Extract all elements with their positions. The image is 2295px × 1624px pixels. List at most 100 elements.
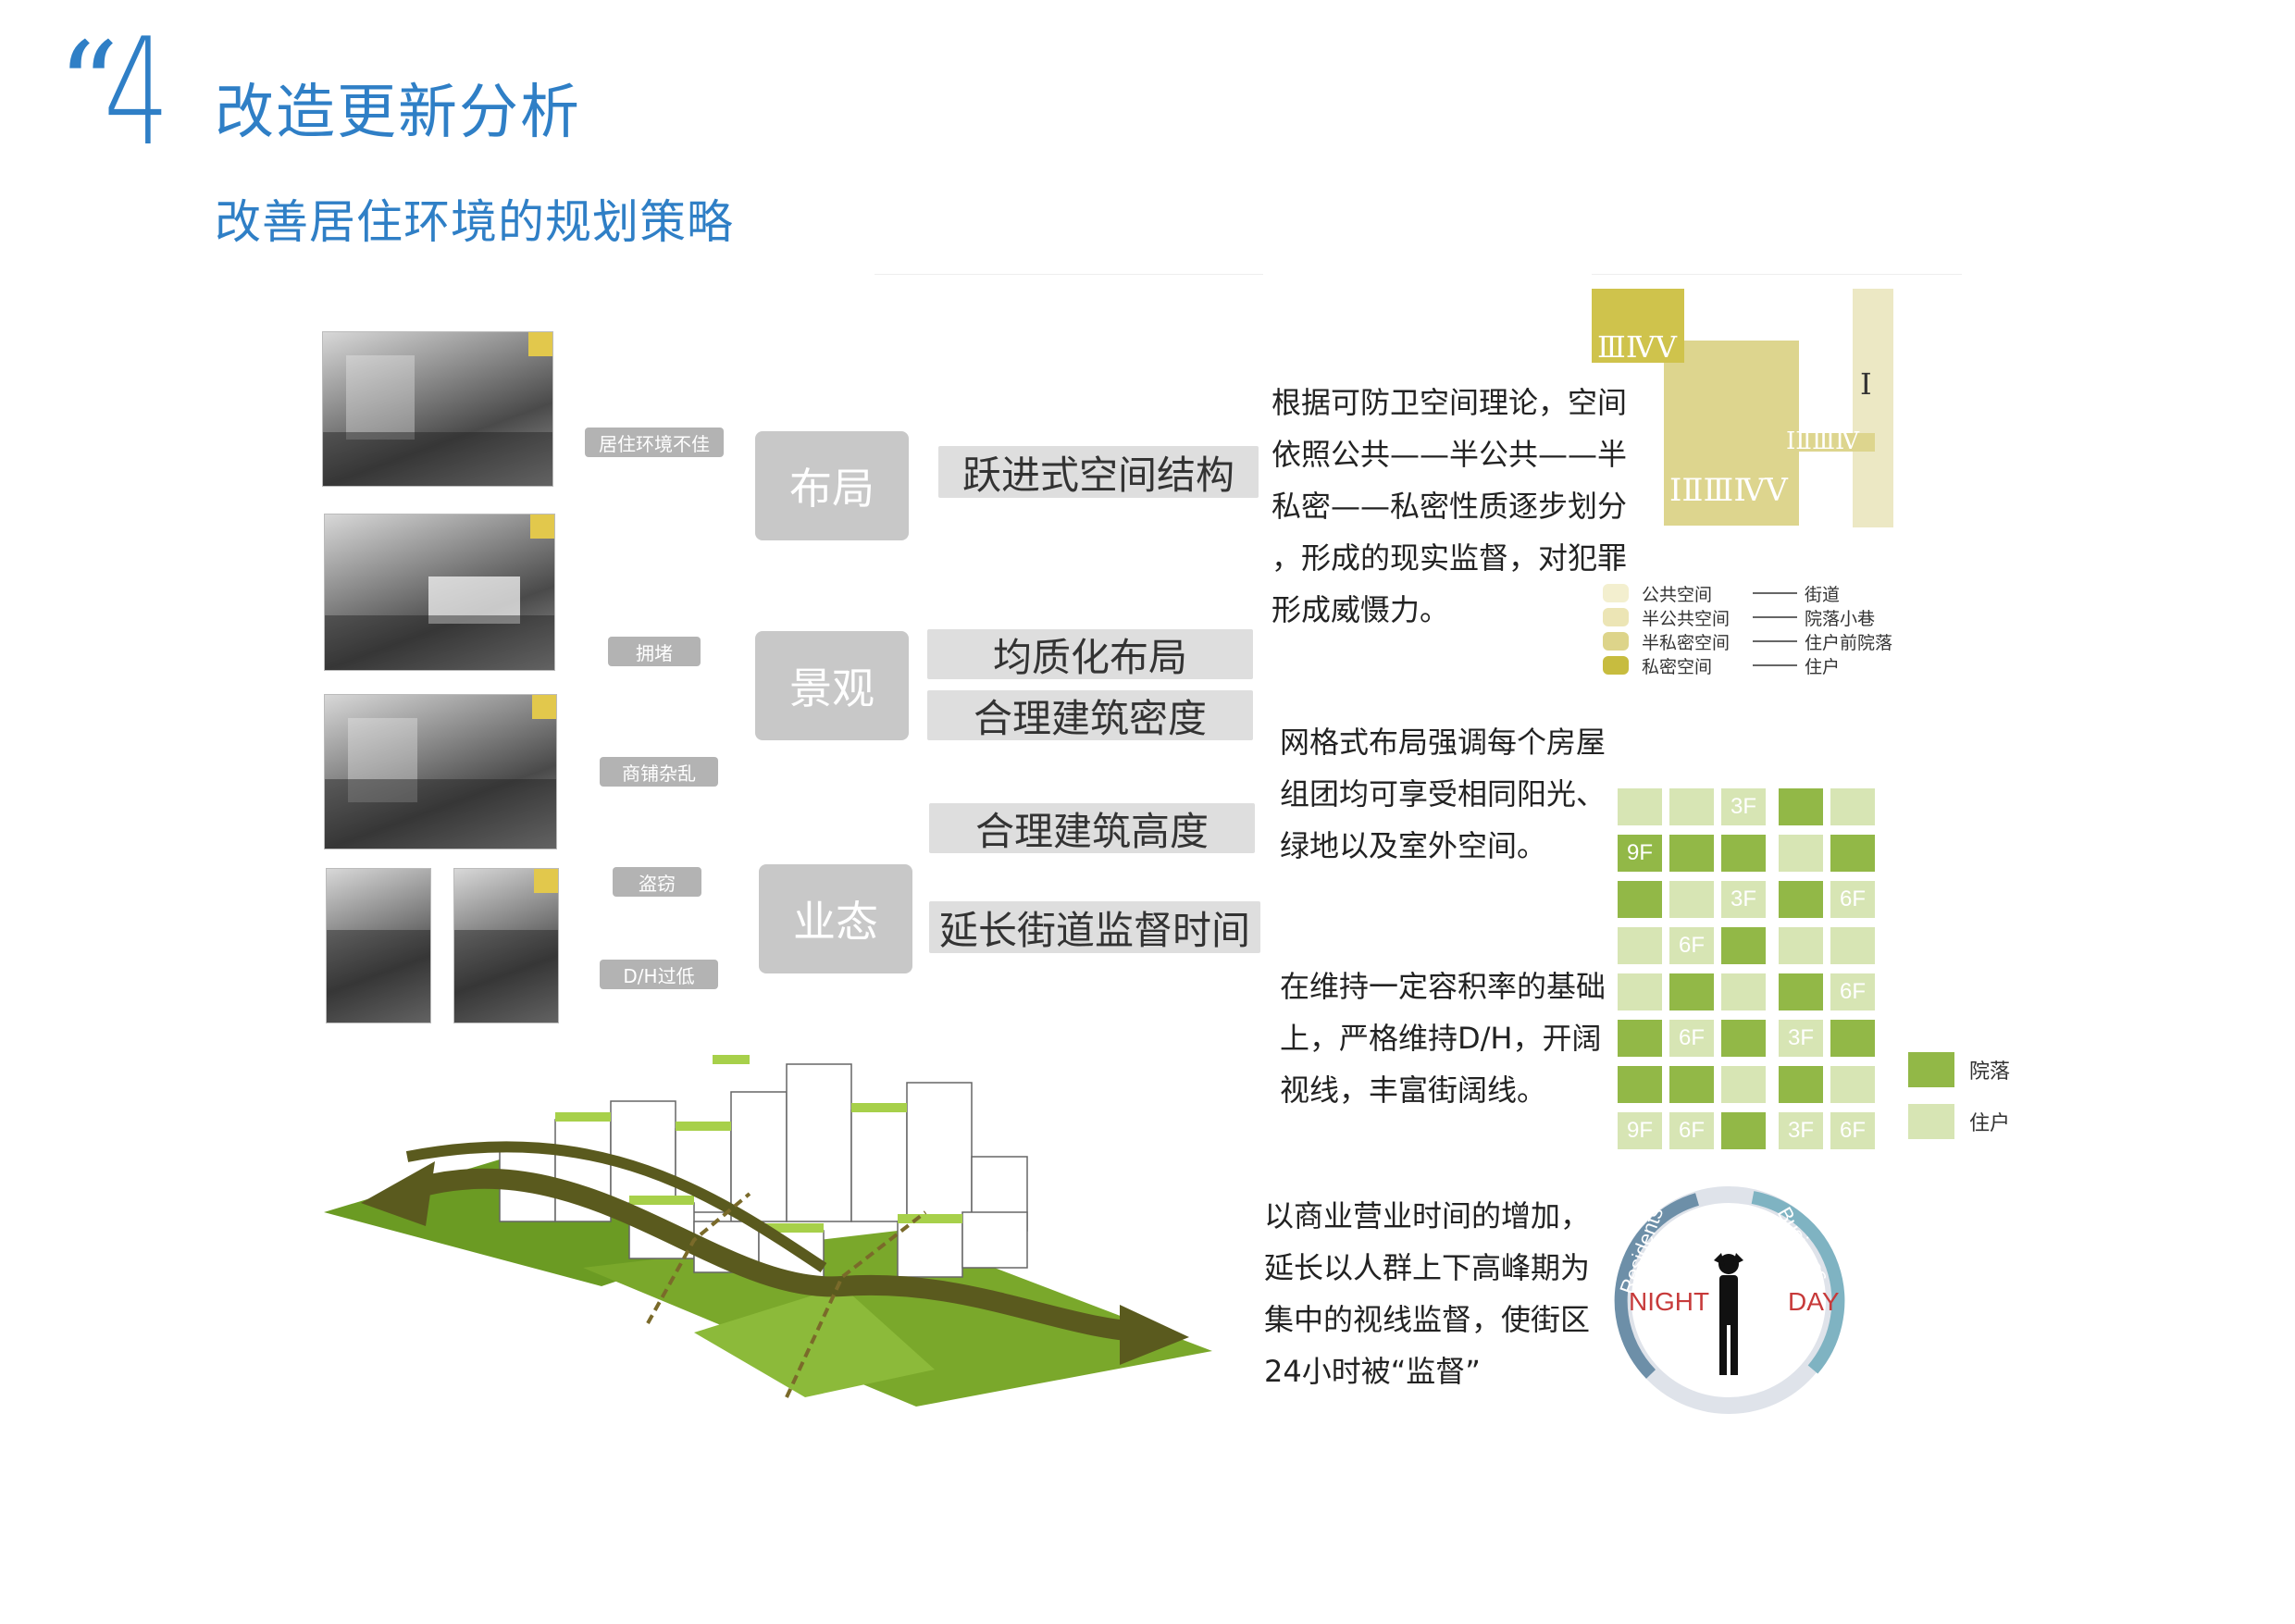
legend-name: 半公共空间 — [1642, 608, 1731, 629]
business-arc — [1751, 1191, 1845, 1374]
residence-cell: 6F — [1669, 1020, 1714, 1057]
residence-cell — [1830, 927, 1875, 964]
paragraph-dh-ratio: 在维持一定容积率的基础 上，严格维持D/H，开阔 视线，丰富街阔线。 — [1280, 961, 1606, 1116]
photo-tag — [528, 332, 552, 356]
courtyard-cell — [1721, 1020, 1766, 1057]
paragraph-business-hours: 以商业营业时间的增加， 延长以人群上下高峰期为 集中的视线监督，使街区 24小时… — [1264, 1190, 1590, 1397]
text-line: 24小时被“监督” — [1264, 1354, 1481, 1389]
text-line: 视线，丰富街阔线。 — [1280, 1072, 1547, 1108]
residence-cell — [1669, 788, 1714, 825]
building — [786, 1063, 852, 1222]
residents-arc — [1614, 1193, 1699, 1379]
block-illustration — [324, 1055, 1212, 1407]
text-line: 以商业营业时间的增加， — [1264, 1198, 1591, 1233]
legend-label: 住户 — [1969, 1112, 2011, 1135]
rooftop — [898, 1214, 962, 1223]
night-label: NIGHT — [1629, 1287, 1709, 1316]
text-line: 形成威慑力。 — [1272, 592, 1450, 627]
grid-legend: 院落 住户 — [1908, 1048, 2010, 1144]
rooftop — [555, 1112, 611, 1122]
category-landscape: 景观 — [755, 631, 909, 740]
photo-shops — [324, 694, 557, 849]
legend-name: 半私密空间 — [1642, 632, 1731, 653]
residence-cell — [1779, 835, 1823, 872]
courtyard-cell — [1779, 788, 1823, 825]
legend-swatch — [1603, 632, 1629, 651]
residence-cell — [1618, 788, 1662, 825]
courtyard-cell — [1779, 881, 1823, 918]
rooftop-group — [555, 1055, 962, 1233]
text-line: 组团均可享受相同阳光、 — [1280, 776, 1606, 812]
text-line: 绿地以及室外空间。 — [1280, 828, 1547, 863]
ground-plane — [694, 1286, 935, 1397]
legend-dash — [1753, 664, 1797, 666]
connector-bar — [1788, 433, 1875, 452]
strategy-building-height: 合理建筑高度 — [929, 803, 1255, 854]
rooftop — [676, 1122, 731, 1131]
legend-swatch — [1603, 608, 1629, 626]
rooftop — [851, 1103, 907, 1112]
residence-cell: 6F — [1830, 881, 1875, 918]
text-line: 在维持一定容积率的基础 — [1280, 969, 1606, 1004]
photo-tag — [530, 514, 554, 539]
courtyard-cell: 9F — [1618, 835, 1662, 872]
legend-target: 院落小巷 — [1805, 608, 1876, 629]
problem-label-congestion: 拥堵 — [608, 637, 701, 666]
courtyard-cell — [1779, 973, 1823, 1010]
legend-row-courtyard: 院落 — [1908, 1048, 2010, 1092]
legend-dash — [1753, 616, 1797, 618]
big-space-block — [1664, 341, 1799, 526]
strategy-street-supervision: 延长街道监督时间 — [929, 901, 1260, 953]
label-top-left: ⅢⅣⅤ — [1597, 329, 1677, 365]
photo-congestion — [324, 514, 555, 671]
residence-cell — [1779, 927, 1823, 964]
photo-alley-2 — [453, 868, 559, 1023]
strategy-building-density: 合理建筑密度 — [927, 690, 1253, 741]
building — [906, 1082, 973, 1222]
residence-cell — [1669, 881, 1714, 918]
problem-label-theft: 盗窃 — [613, 867, 701, 897]
courtyard-cell — [1830, 1020, 1875, 1057]
residence-cell: 9F — [1618, 1112, 1662, 1149]
legend-row-semi-private: 半私密空间 住户前院落 — [1603, 629, 1892, 653]
text-line: 依照公共——半公共——半 — [1272, 437, 1628, 472]
courtyard-cell — [1779, 1066, 1823, 1103]
day-night-diagram: Residents Business NIGHT DAY — [1595, 1175, 1862, 1425]
courtyard-cell — [1721, 927, 1766, 964]
rooftop — [713, 1055, 750, 1064]
flow-arrow — [394, 1168, 1158, 1343]
guide-line — [875, 274, 1263, 275]
text-line: 网格式布局强调每个房屋 — [1280, 725, 1606, 760]
photo-tag — [534, 869, 558, 893]
courtyard-cell — [1618, 1020, 1662, 1057]
text-line: 根据可防卫空间理论，空间 — [1272, 385, 1628, 420]
private-space-block — [1592, 289, 1684, 363]
day-night-svg: Residents Business NIGHT DAY — [1614, 1186, 1845, 1414]
courtyard-cell — [1618, 1066, 1662, 1103]
legend-swatch — [1908, 1052, 1954, 1087]
residence-cell: 6F — [1830, 973, 1875, 1010]
problem-label-dh: D/H过低 — [600, 960, 718, 989]
label-big-block: ⅠⅡⅢⅣⅤ — [1669, 472, 1788, 509]
residence-cell: 3F — [1721, 881, 1766, 918]
residence-cell: 3F — [1721, 788, 1766, 825]
legend-target: 住户 — [1805, 656, 1841, 677]
arrow-head-right — [1120, 1305, 1189, 1365]
courtyard-cell — [1830, 835, 1875, 872]
text-line: 私密——私密性质逐步划分 — [1272, 489, 1628, 524]
dashed-arrow — [646, 1192, 751, 1324]
problem-label-environment: 居住环境不佳 — [585, 428, 724, 457]
building — [961, 1211, 1028, 1269]
residence-cell: 6F — [1669, 1112, 1714, 1149]
courtyard-cell — [1721, 1112, 1766, 1149]
photo-alley-1 — [326, 868, 431, 1023]
residence-cell — [1830, 788, 1875, 825]
text-line: 延长以人群上下高峰期为 — [1264, 1250, 1591, 1285]
space-hierarchy-diagram: ⅢⅣⅤ ⅠⅡⅢⅣⅤ ⅠⅡⅢⅣ Ⅰ — [1592, 278, 1962, 546]
page-subtitle: 改善居住环境的规划策略 — [215, 195, 734, 249]
legend-name: 公共空间 — [1642, 584, 1713, 605]
page-title: 改造更新分析 — [215, 79, 581, 147]
strategy-leap-structure: 跃进式空间结构 — [938, 446, 1259, 498]
legend-dash — [1753, 640, 1797, 642]
day-label: DAY — [1788, 1287, 1840, 1316]
